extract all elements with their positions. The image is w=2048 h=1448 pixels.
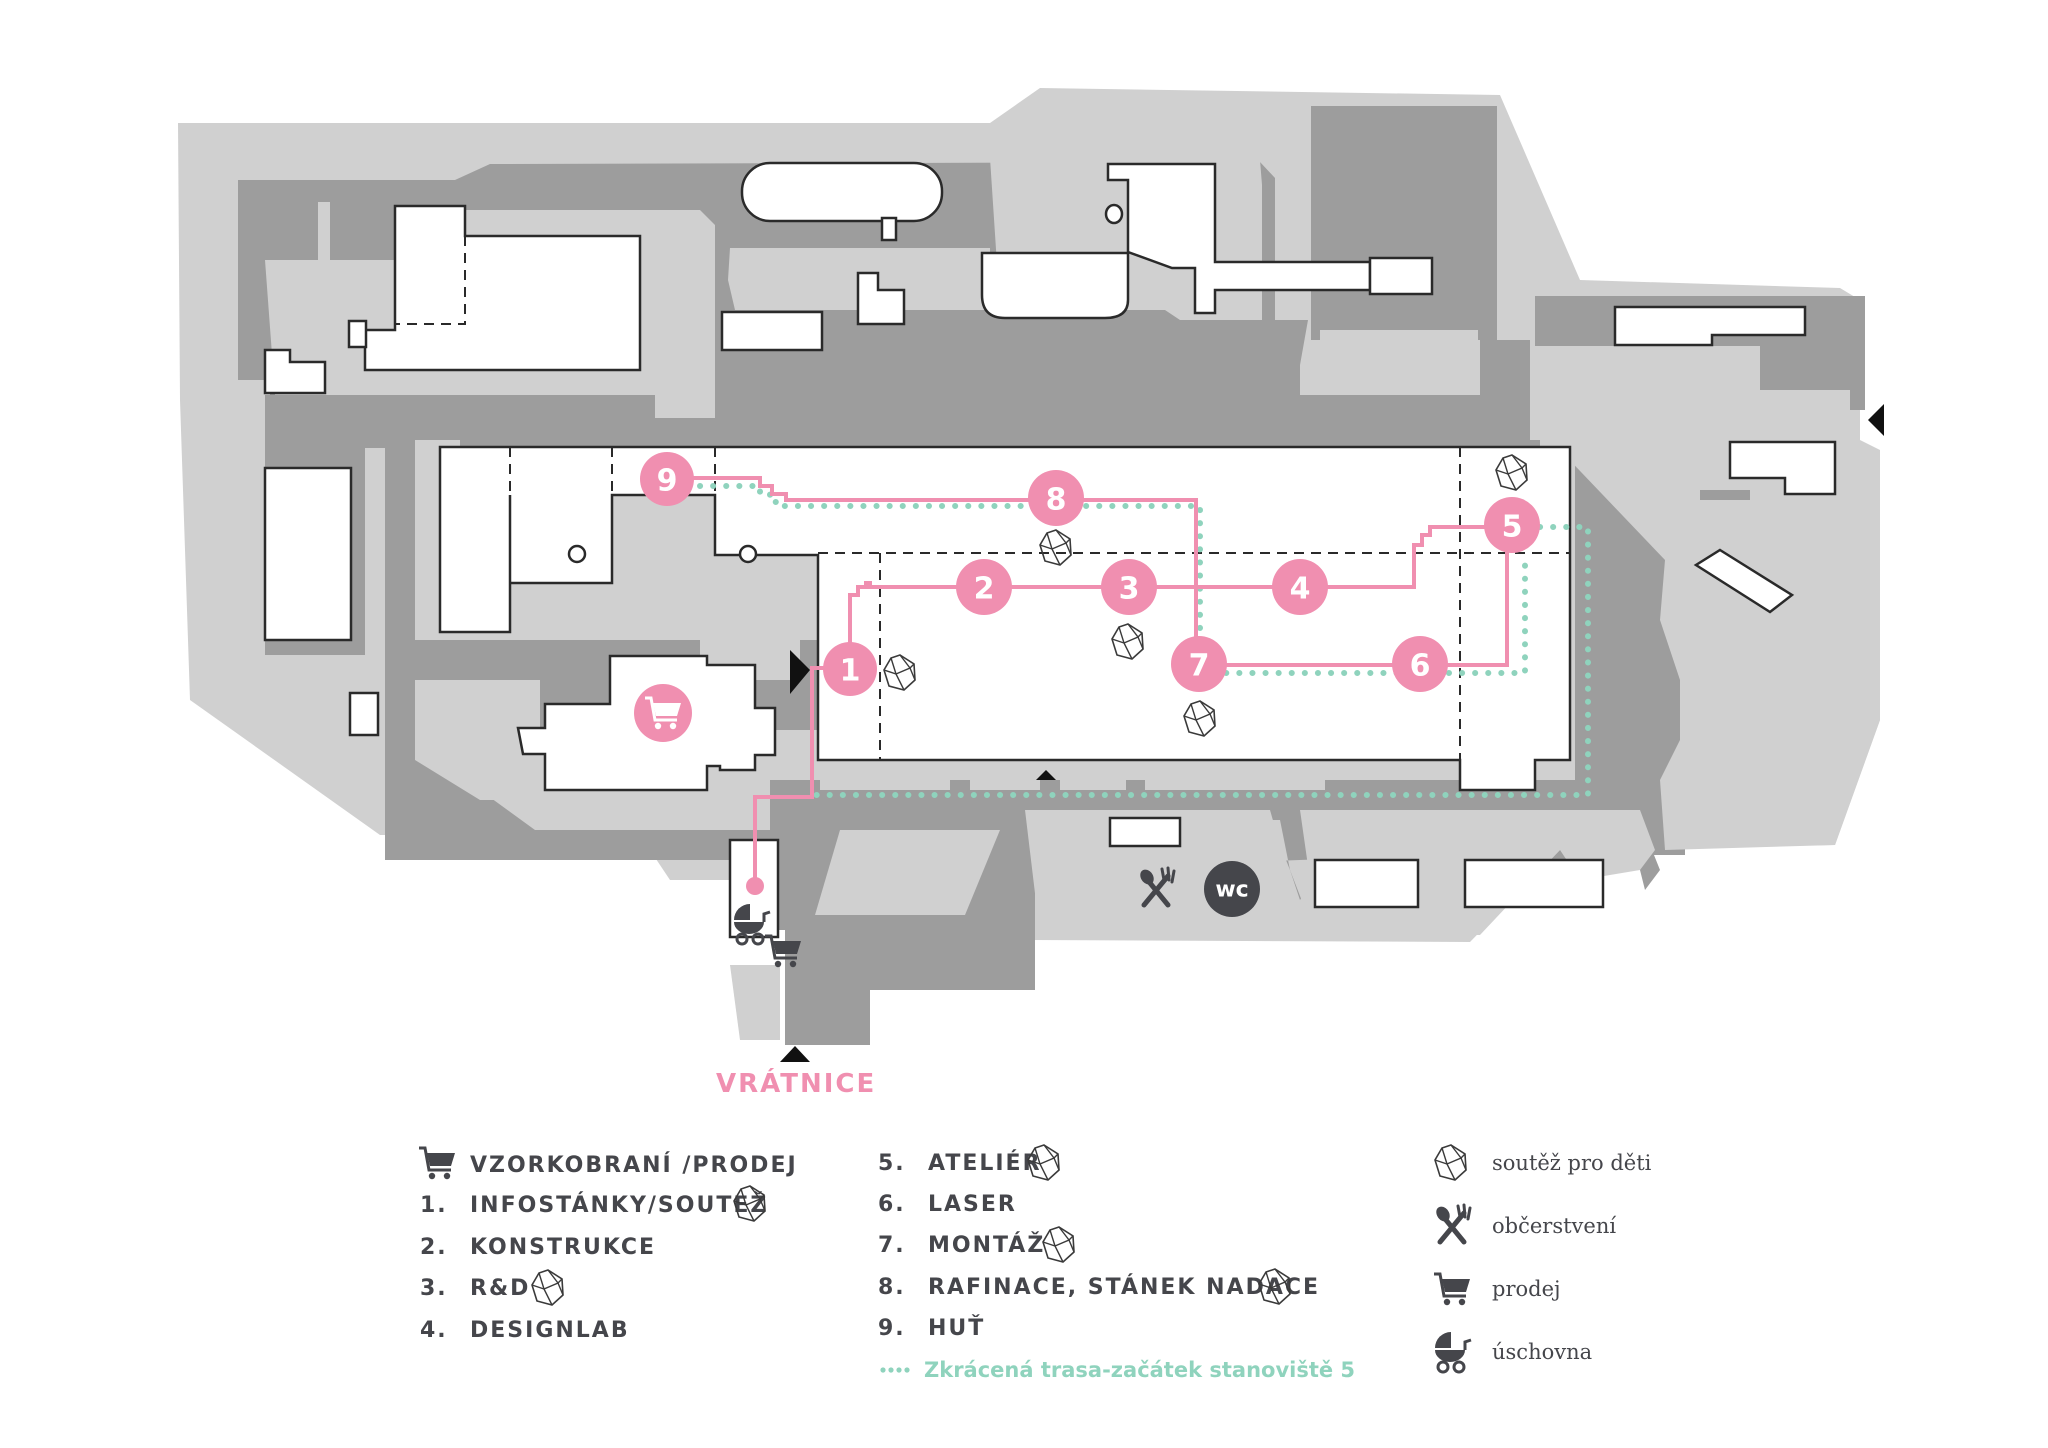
stop-9[interactable]: 9 xyxy=(640,452,694,506)
legend-item-label: INFOSTÁNKY/SOUTEŽ xyxy=(470,1192,768,1218)
stop-5[interactable]: 5 xyxy=(1484,497,1540,553)
route-stops: 1 2 3 4 5 6 7 8 9 xyxy=(640,452,1540,696)
legend-item-number: 4. xyxy=(420,1318,448,1343)
legend-item-label: VZORKOBRANÍ /PRODEJ xyxy=(470,1152,798,1178)
polyhedron-icon xyxy=(1042,1226,1075,1263)
stop-number: 8 xyxy=(1046,483,1067,518)
cutlery-icon xyxy=(1433,1204,1470,1242)
entrance-arrow-icon xyxy=(780,1046,810,1062)
entrance-arrow-icon xyxy=(1868,404,1884,436)
legend-item-label: R&D xyxy=(470,1276,530,1301)
symbol-label: soutěž pro děti xyxy=(1492,1151,1652,1175)
legend-item-label: MONTÁŽ xyxy=(928,1232,1045,1258)
stop-number: 7 xyxy=(1189,649,1210,684)
legend-item-number: 3. xyxy=(420,1276,448,1301)
legend-item-label: RAFINACE, STÁNEK NADACE xyxy=(928,1274,1320,1300)
symbol-label: úschovna xyxy=(1492,1340,1592,1364)
short-route-label: Zkrácená trasa-začátek stanoviště 5 xyxy=(924,1358,1355,1382)
legend-item-number: 9. xyxy=(878,1316,906,1341)
shop-marker[interactable] xyxy=(634,684,692,742)
stop-4[interactable]: 4 xyxy=(1272,559,1328,615)
entrance-arrow-icon xyxy=(790,650,810,694)
legend-item-number: 8. xyxy=(878,1275,906,1300)
stop-number: 6 xyxy=(1410,649,1431,684)
legend-item-label: HUŤ xyxy=(928,1315,985,1341)
legend-item-number: 6. xyxy=(878,1192,906,1217)
legend: VZORKOBRANÍ /PRODEJ 1. INFOSTÁNKY/SOUTEŽ… xyxy=(417,1144,1652,1382)
symbol-label: prodej xyxy=(1492,1277,1561,1301)
stop-1[interactable]: 1 xyxy=(823,642,877,696)
wc-label: wc xyxy=(1215,878,1248,903)
legend-item-label: ATELIÉR xyxy=(928,1150,1042,1176)
symbol-label: občerstvení xyxy=(1492,1214,1616,1238)
stop-number: 9 xyxy=(657,464,678,499)
start-point xyxy=(746,877,764,895)
polyhedron-icon xyxy=(531,1269,564,1306)
legend-item-number: 5. xyxy=(878,1151,906,1176)
cart-icon xyxy=(1432,1272,1472,1307)
stroller-icon xyxy=(1433,1330,1473,1374)
stop-number: 4 xyxy=(1290,572,1311,607)
stop-number: 5 xyxy=(1502,510,1523,545)
cart-icon xyxy=(417,1146,457,1181)
stop-number: 2 xyxy=(974,572,995,607)
stop-6[interactable]: 6 xyxy=(1392,636,1448,692)
polyhedron-icon xyxy=(1434,1144,1467,1181)
legend-item-number: 2. xyxy=(420,1235,448,1260)
legend-item-label: DESIGNLAB xyxy=(470,1318,630,1343)
short-route-swatch xyxy=(880,1367,910,1373)
stop-8[interactable]: 8 xyxy=(1028,470,1084,526)
legend-item-number: 7. xyxy=(878,1233,906,1258)
gate-label: VRÁTNICE xyxy=(716,1067,876,1099)
stop-3[interactable]: 3 xyxy=(1101,559,1157,615)
stop-number: 3 xyxy=(1119,572,1140,607)
legend-item-label: KONSTRUKCE xyxy=(470,1235,656,1260)
stop-number: 1 xyxy=(840,654,861,689)
entrance-arrows xyxy=(780,404,1884,1062)
legend-item-number: 1. xyxy=(420,1193,448,1218)
stop-7[interactable]: 7 xyxy=(1171,636,1227,692)
legend-item-label: LASER xyxy=(928,1192,1017,1217)
entrance-arrow-icon xyxy=(1036,770,1056,780)
wc-marker[interactable]: wc xyxy=(1204,861,1260,917)
buildings xyxy=(263,161,1837,939)
stop-2[interactable]: 2 xyxy=(956,559,1012,615)
